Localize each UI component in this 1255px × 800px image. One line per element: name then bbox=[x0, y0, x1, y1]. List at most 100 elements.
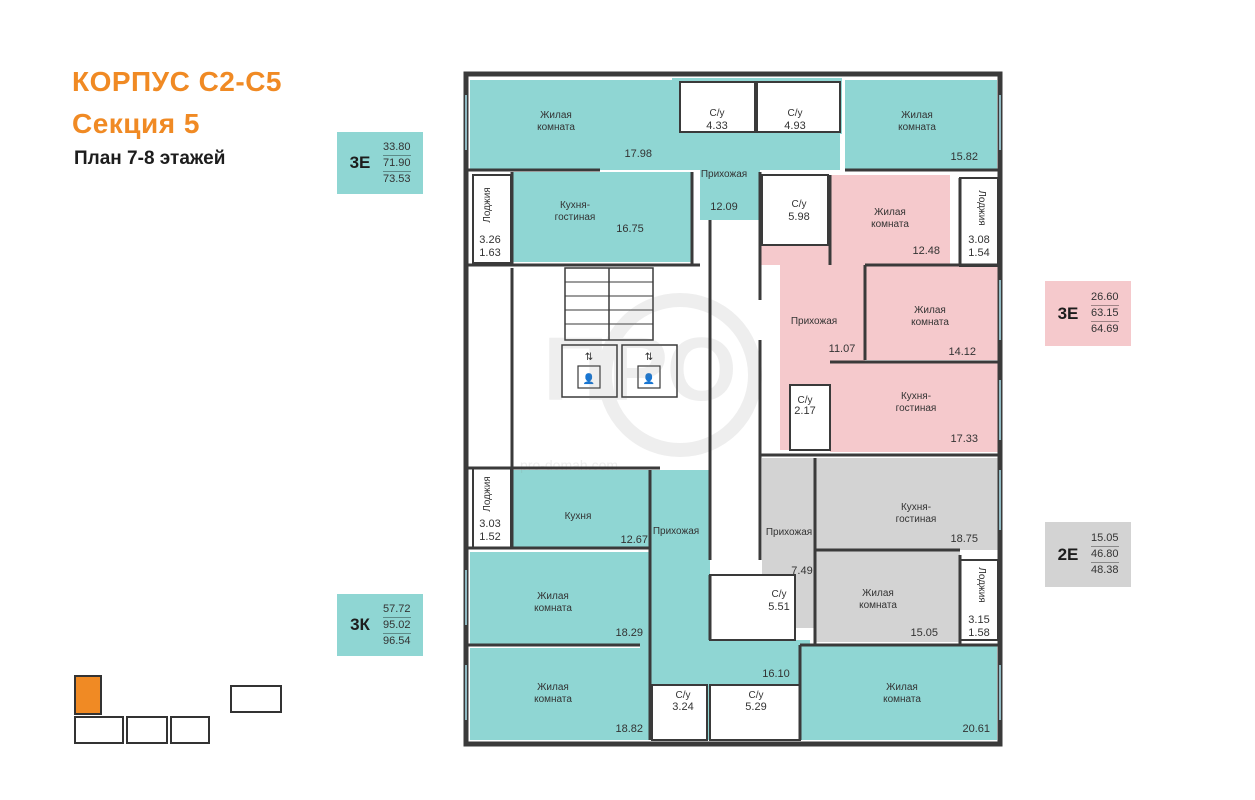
svg-text:14.12: 14.12 bbox=[948, 346, 976, 358]
svg-text:Кухня-: Кухня- bbox=[901, 502, 931, 513]
room-label: Прихожая 7.49 bbox=[766, 527, 813, 577]
svg-text:комната: комната bbox=[871, 219, 909, 230]
svg-text:4.93: 4.93 bbox=[784, 120, 805, 132]
elevator-icon: ⇅ 👤 bbox=[561, 344, 618, 398]
svg-text:С/у: С/у bbox=[710, 108, 725, 119]
room-label: Жилая комната 18.29 bbox=[534, 591, 643, 639]
svg-text:комната: комната bbox=[911, 317, 949, 328]
svg-text:гостиная: гостиная bbox=[555, 212, 596, 223]
svg-text:1.52: 1.52 bbox=[479, 531, 500, 543]
svg-text:2.17: 2.17 bbox=[794, 405, 815, 417]
floor-plan-title: План 7-8 этажей bbox=[74, 148, 226, 169]
svg-text:Жилая: Жилая bbox=[874, 207, 906, 218]
svg-text:5.51: 5.51 bbox=[768, 601, 789, 613]
svg-text:1.63: 1.63 bbox=[479, 247, 500, 259]
svg-text:15.05: 15.05 bbox=[910, 627, 938, 639]
svg-text:С/у: С/у bbox=[676, 690, 691, 701]
room-label: Прихожая 11.07 bbox=[791, 316, 856, 355]
svg-text:С/у: С/у bbox=[788, 108, 803, 119]
apartment-3k-teal-bottom bbox=[470, 470, 997, 740]
svg-text:11.07: 11.07 bbox=[829, 343, 856, 355]
apartment-areas: 57.72 95.02 96.54 bbox=[383, 602, 411, 649]
svg-text:4.33: 4.33 bbox=[706, 120, 727, 132]
svg-text:5.29: 5.29 bbox=[745, 701, 766, 713]
svg-text:3.03: 3.03 bbox=[479, 518, 500, 530]
svg-text:Жилая: Жилая bbox=[537, 591, 569, 602]
total-area-with-loggia: 48.38 bbox=[1091, 564, 1119, 576]
svg-text:3.26: 3.26 bbox=[479, 234, 500, 246]
section-marker-active[interactable] bbox=[74, 675, 102, 715]
svg-text:ПРО: ПРО bbox=[543, 320, 737, 420]
svg-text:Прихожая: Прихожая bbox=[791, 316, 837, 327]
svg-text:7.49: 7.49 bbox=[791, 565, 812, 577]
svg-text:👤: 👤 bbox=[643, 372, 655, 385]
room-label: Прихожая 12.09 bbox=[701, 169, 747, 213]
room-label: Жилая комната 14.12 bbox=[911, 305, 976, 358]
room-label: Кухня- гостиная 17.33 bbox=[896, 391, 978, 445]
svg-text:1.58: 1.58 bbox=[968, 627, 989, 639]
room-label: С/у 4.33 bbox=[706, 108, 727, 132]
room-label: Кухня- гостиная 16.75 bbox=[555, 200, 644, 235]
svg-text:12.48: 12.48 bbox=[912, 245, 940, 257]
section-marker[interactable] bbox=[170, 716, 210, 744]
svg-text:Кухня: Кухня bbox=[565, 511, 592, 522]
svg-text:гостиная: гостиная bbox=[896, 403, 937, 414]
room-label: С/у 4.93 bbox=[784, 108, 805, 132]
svg-text:Кухня-: Кухня- bbox=[901, 391, 931, 402]
svg-text:Прихожая: Прихожая bbox=[766, 527, 812, 538]
svg-text:Прихожая: Прихожая bbox=[701, 169, 747, 180]
apartment-badge-3k-teal[interactable]: 3К 57.72 95.02 96.54 bbox=[337, 594, 423, 656]
svg-text:⇅: ⇅ bbox=[645, 352, 653, 363]
svg-text:pro-domah.com: pro-domah.com bbox=[520, 457, 618, 473]
section-marker[interactable] bbox=[230, 685, 282, 713]
apartment-badge-3e-pink[interactable]: 3Е 26.60 63.15 64.69 bbox=[1045, 281, 1131, 346]
svg-text:Жилая: Жилая bbox=[914, 305, 946, 316]
room-label: Кухня 12.67 bbox=[565, 511, 648, 546]
section-marker[interactable] bbox=[126, 716, 168, 744]
total-area: 63.15 bbox=[1091, 306, 1119, 322]
svg-text:Лоджия: Лоджия bbox=[482, 187, 493, 222]
svg-text:18.29: 18.29 bbox=[615, 627, 643, 639]
svg-text:17.33: 17.33 bbox=[950, 433, 978, 445]
room-label: Жилая комната 15.05 bbox=[859, 588, 938, 639]
svg-text:15.82: 15.82 bbox=[950, 151, 978, 163]
apartment-code: 3Е bbox=[1057, 303, 1079, 323]
section-marker[interactable] bbox=[74, 716, 124, 744]
living-area: 57.72 bbox=[383, 602, 411, 618]
svg-text:Жилая: Жилая bbox=[901, 110, 933, 121]
apartment-badge-2e-grey[interactable]: 2Е 15.05 46.80 48.38 bbox=[1045, 522, 1131, 587]
svg-text:комната: комната bbox=[534, 603, 572, 614]
svg-text:Жилая: Жилая bbox=[862, 588, 894, 599]
living-area: 26.60 bbox=[1091, 290, 1119, 306]
svg-text:3.24: 3.24 bbox=[672, 701, 693, 713]
room-label: Жилая комната 20.61 bbox=[883, 682, 990, 735]
room-label: Лоджия 3.08 1.54 bbox=[968, 190, 989, 259]
total-area: 71.90 bbox=[383, 156, 411, 172]
svg-text:18.82: 18.82 bbox=[615, 723, 643, 735]
svg-text:12.09: 12.09 bbox=[710, 201, 738, 213]
svg-text:16.10: 16.10 bbox=[762, 668, 790, 680]
room-label: Жилая комната 12.48 bbox=[871, 207, 940, 257]
building-title: КОРПУС С2-С5 bbox=[72, 66, 282, 97]
svg-text:Лоджия: Лоджия bbox=[482, 476, 493, 511]
room-label: Жилая комната 15.82 bbox=[898, 110, 978, 163]
apartment-code: 3Е bbox=[349, 153, 371, 172]
svg-text:18.75: 18.75 bbox=[950, 533, 978, 545]
total-area-with-loggia: 73.53 bbox=[383, 172, 411, 185]
living-area: 33.80 bbox=[383, 140, 411, 156]
interior-walls bbox=[468, 168, 1000, 740]
svg-text:С/у: С/у bbox=[798, 395, 813, 406]
living-area: 15.05 bbox=[1091, 531, 1119, 547]
room-label: Лоджия 3.15 1.58 bbox=[968, 567, 989, 639]
watermark: ПРО pro-domah.com bbox=[520, 293, 762, 473]
svg-text:5.98: 5.98 bbox=[788, 211, 809, 223]
apartment-badge-3e-teal[interactable]: 3Е 33.80 71.90 73.53 bbox=[337, 132, 423, 194]
svg-text:гостиная: гостиная bbox=[896, 514, 937, 525]
svg-text:16.75: 16.75 bbox=[616, 223, 644, 235]
svg-text:Жилая: Жилая bbox=[537, 682, 569, 693]
room-label: Жилая комната 18.82 bbox=[534, 682, 643, 735]
svg-text:С/у: С/у bbox=[792, 199, 807, 210]
room-label: Лоджия 3.03 1.52 bbox=[479, 476, 500, 543]
room-label: С/у 3.24 bbox=[672, 690, 693, 713]
